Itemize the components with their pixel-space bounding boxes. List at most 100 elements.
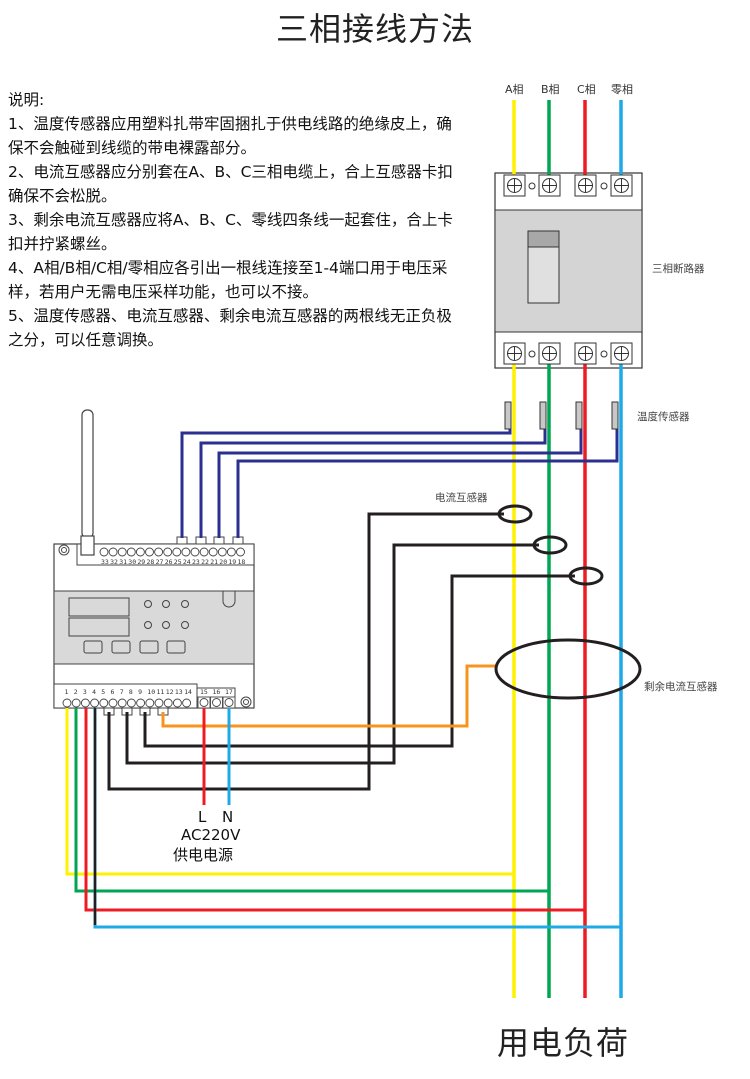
terminal-12 (163, 698, 173, 708)
ct-label: 电流互感器 (435, 491, 488, 504)
terminal-22 (199, 547, 209, 557)
phase-label-a: A相 (505, 83, 524, 96)
terminal-27 (154, 547, 164, 557)
terminal-label: 27 (156, 558, 164, 566)
voltage-sampling-wire (74, 708, 549, 893)
sensor-connector (213, 536, 225, 545)
terminal-label: 11 (157, 688, 165, 696)
instructions: 说明: 1、温度传感器应用塑料扎带牢固捆扎于供电线路的绝缘皮上，确保不会触碰到线… (8, 88, 458, 352)
phase-label-b: B相 (541, 83, 560, 96)
terminal-label: 24 (183, 558, 191, 566)
sensor-connector (176, 536, 188, 545)
breaker-terminal (610, 342, 633, 365)
temp-sensor-wire (236, 425, 619, 538)
terminal-26 (163, 547, 173, 557)
voltage-sampling-wire (65, 708, 514, 876)
terminal-label: 5 (101, 688, 105, 696)
ct-wire (125, 543, 539, 765)
instruction-item: 1、温度传感器应用塑料扎带牢固捆扎于供电线路的绝缘皮上，确保不会触碰到线缆的带电… (8, 115, 452, 157)
residual-ct-label: 剩余电流互感器 (644, 680, 718, 693)
terminal-label: 4 (92, 688, 96, 696)
breaker-terminal (503, 174, 526, 197)
terminal-label: 16 (213, 688, 221, 696)
temp-sensor-label: 温度传感器 (637, 410, 690, 423)
terminal-label: 12 (166, 688, 174, 696)
terminal-29 (135, 547, 145, 557)
breaker-terminal (574, 174, 597, 197)
terminal-11 (154, 698, 164, 708)
terminal-20 (217, 547, 227, 557)
neutral-label: N (222, 808, 233, 826)
instruction-item: 5、温度传感器、电流互感器、剩余电流互感器的两根线无正负极之分，可以任意调换。 (8, 307, 452, 349)
terminal-23 (190, 547, 200, 557)
breaker-hole (600, 350, 608, 358)
terminal-16 (212, 698, 221, 707)
terminal-7 (117, 698, 127, 708)
temp-sensor-wire (199, 425, 547, 538)
terminal-label: 13 (175, 688, 183, 696)
terminal-label: 32 (110, 558, 118, 566)
terminal-label: 10 (147, 688, 155, 696)
terminal-19 (226, 547, 236, 557)
page-title: 三相接线方法 (275, 10, 474, 48)
instruction-item: 2、电流互感器应分别套在A、B、C三相电缆上，合上互感器卡扣确保不会松脱。 (8, 163, 453, 205)
instruction-item: 4、A相/B相/C相/零相应各引出一根线连接至1-4端口用于电压采样，若用户无需… (8, 259, 448, 301)
terminal-2 (71, 698, 81, 708)
terminal-label: 33 (101, 558, 109, 566)
temp-sensor (504, 401, 512, 430)
terminal-label: 15 (200, 688, 208, 696)
monitoring-device (53, 543, 255, 709)
breaker-terminal (610, 174, 633, 197)
terminal-label: 2 (74, 688, 78, 696)
terminal-label: 8 (129, 688, 133, 696)
terminal-4 (90, 698, 100, 708)
terminal-label: 31 (119, 558, 127, 566)
ct-wire (143, 574, 575, 748)
residual-ct-wire (161, 664, 496, 728)
terminal-label: 14 (184, 688, 192, 696)
terminal-label: 1 (65, 688, 69, 696)
sensor-connector (195, 536, 207, 545)
terminal-label: 25 (174, 558, 182, 566)
terminal-30 (126, 547, 136, 557)
breaker-terminals (503, 174, 633, 365)
terminal-21 (208, 547, 218, 557)
current-transformers (497, 504, 604, 586)
breaker-terminal (503, 342, 526, 365)
residual-ct (494, 638, 642, 700)
voltage-sampling-wire (93, 708, 621, 929)
wires (65, 100, 623, 998)
live-label: L (198, 808, 207, 826)
current-transformer-ring (532, 535, 568, 555)
temperature-sensors (504, 401, 619, 430)
terminal-label: 20 (219, 558, 227, 566)
terminal-label: 3 (83, 688, 87, 696)
temp-sensor (611, 401, 619, 430)
terminal-17 (224, 698, 234, 707)
terminal-label: 17 (225, 688, 233, 696)
breaker-hole (600, 182, 608, 190)
terminal-13 (172, 698, 182, 708)
terminal-28 (145, 547, 154, 557)
power-terminal-block: 15 16 17 (197, 688, 236, 709)
terminal-3 (80, 698, 90, 708)
load-label: 用电负荷 (497, 1024, 630, 1062)
three-phase-breaker (494, 172, 643, 369)
breaker-terminal (538, 174, 561, 197)
terminal-15 (199, 698, 209, 707)
terminal-32 (108, 547, 118, 557)
terminal-label: 21 (210, 558, 218, 566)
terminal-5 (99, 698, 109, 708)
voltage-sampling-wire (84, 708, 585, 912)
terminal-25 (172, 547, 182, 557)
phase-label-c: C相 (577, 83, 596, 96)
terminal-label: 22 (201, 558, 209, 566)
terminal-31 (117, 547, 127, 557)
breaker-hole (528, 182, 536, 190)
terminal-label: 26 (165, 558, 173, 566)
terminal-8 (126, 698, 136, 708)
terminal-18 (236, 547, 245, 557)
terminal-label: 7 (120, 688, 124, 696)
ct-wire (107, 512, 504, 791)
